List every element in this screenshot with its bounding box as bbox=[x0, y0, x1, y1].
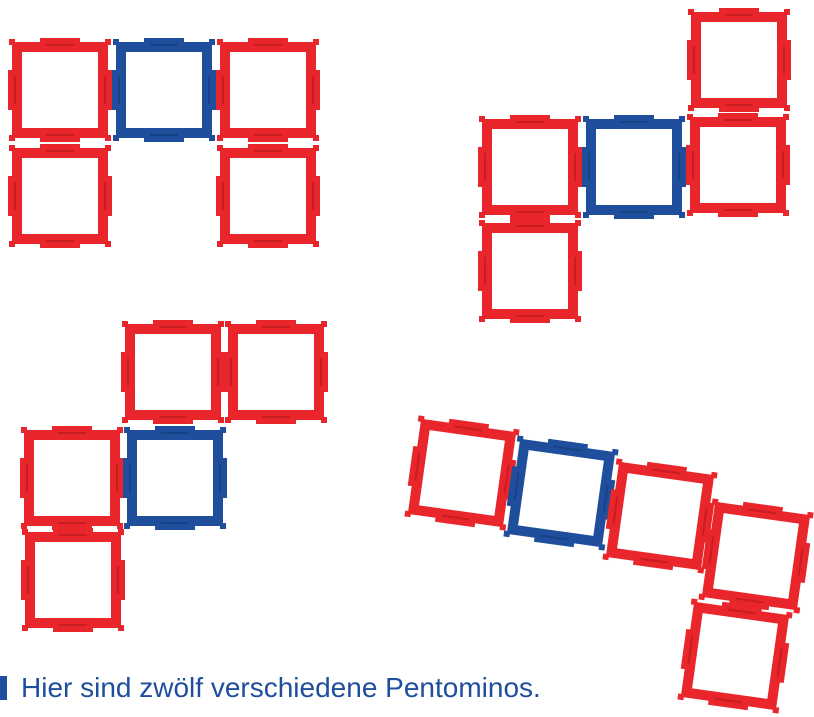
red-tile bbox=[121, 320, 225, 424]
red-tile bbox=[8, 38, 112, 142]
red-tile bbox=[21, 528, 125, 632]
red-tile bbox=[20, 426, 124, 530]
caption-marker bbox=[0, 676, 7, 700]
caption-text: Hier sind zwölf verschiedene Pentominos. bbox=[21, 670, 541, 706]
blue-tile bbox=[582, 115, 686, 219]
red-tile bbox=[601, 457, 718, 574]
red-tile bbox=[8, 144, 112, 248]
blue-tile bbox=[112, 38, 216, 142]
caption: Hier sind zwölf verschiedene Pentominos. bbox=[0, 670, 541, 706]
red-tile bbox=[216, 38, 320, 142]
red-tile bbox=[403, 414, 520, 531]
red-tile bbox=[478, 115, 582, 219]
blue-tile bbox=[502, 434, 619, 551]
red-tile bbox=[676, 597, 793, 714]
pentomino-1 bbox=[8, 38, 320, 248]
red-tile bbox=[224, 320, 328, 424]
pentomino-2 bbox=[478, 8, 791, 323]
red-tile bbox=[687, 8, 791, 112]
red-tile bbox=[216, 144, 320, 248]
red-tile bbox=[697, 497, 814, 614]
red-tile bbox=[478, 219, 582, 323]
blue-tile bbox=[123, 426, 227, 530]
pentomino-3 bbox=[20, 320, 328, 632]
red-tile bbox=[686, 113, 790, 217]
